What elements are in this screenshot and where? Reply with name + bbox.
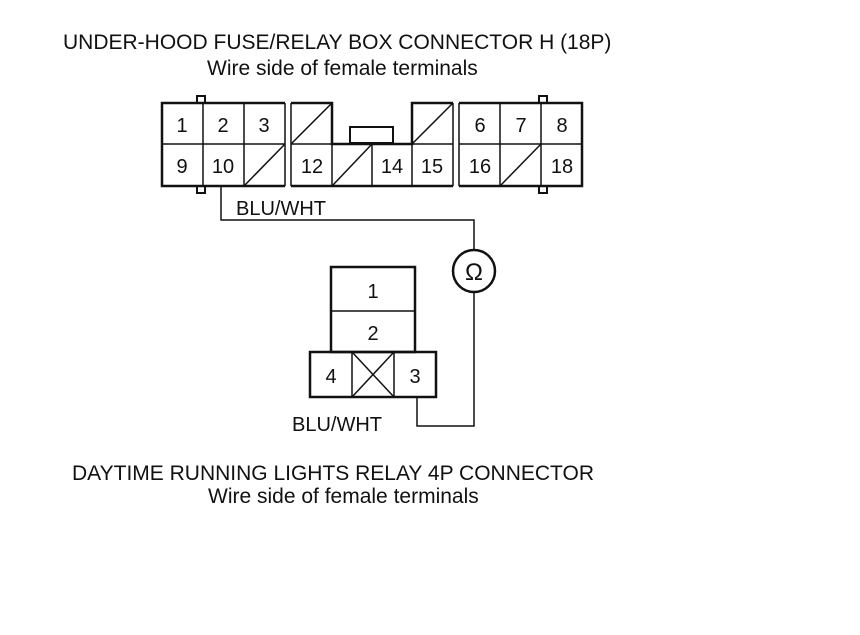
top-connector-subtitle: Wire side of female terminals: [207, 57, 478, 80]
pin-label: 4: [325, 366, 336, 388]
blank-slot-mark: [331, 143, 373, 187]
ohmmeter: Ω: [451, 248, 497, 294]
pin-label: 8: [556, 115, 567, 137]
pin-label: 1: [367, 281, 378, 303]
pin-label: 6: [474, 115, 485, 137]
ohm-symbol: Ω: [465, 259, 483, 286]
blank-slot-mark: [411, 102, 454, 145]
blank-slot-mark: [499, 143, 542, 187]
pin-label: 16: [469, 156, 491, 178]
pin-label: 18: [551, 156, 573, 178]
pin-label: 2: [367, 323, 378, 345]
wire-label-bottom: BLU/WHT: [292, 414, 382, 436]
pin-label: 2: [217, 115, 228, 137]
wire-label-top: BLU/WHT: [236, 198, 326, 220]
top-connector-title: UNDER-HOOD FUSE/RELAY BOX CONNECTOR H (1…: [63, 31, 611, 54]
connector-outline: [308, 350, 438, 399]
test-lead-top: [220, 186, 475, 250]
connector-outline: [291, 101, 453, 146]
pin-label: 14: [381, 156, 403, 178]
bottom-connector-subtitle: Wire side of female terminals: [208, 485, 479, 508]
drl-relay-connector: 1 2 4 3: [308, 265, 438, 399]
pin-label: 15: [421, 156, 443, 178]
pin-label: 3: [409, 366, 420, 388]
pin-label: 3: [258, 115, 269, 137]
blank-slot-mark: [351, 351, 395, 398]
test-lead-bottom: [416, 292, 475, 427]
pin-label: 7: [515, 115, 526, 137]
pin-label: 1: [176, 115, 187, 137]
pin-label: 10: [212, 156, 234, 178]
connector-latch: [349, 126, 394, 144]
pin-label: 9: [176, 156, 187, 178]
blank-slot-mark: [243, 143, 286, 187]
bottom-connector-title: DAYTIME RUNNING LIGHTS RELAY 4P CONNECTO…: [72, 462, 594, 485]
pin-label: 12: [301, 156, 323, 178]
fuse-relay-box-connector-h: 1 2 3 6 7 8 9 10 12 14 15 16 18: [160, 95, 584, 194]
blank-slot-mark: [290, 102, 333, 145]
